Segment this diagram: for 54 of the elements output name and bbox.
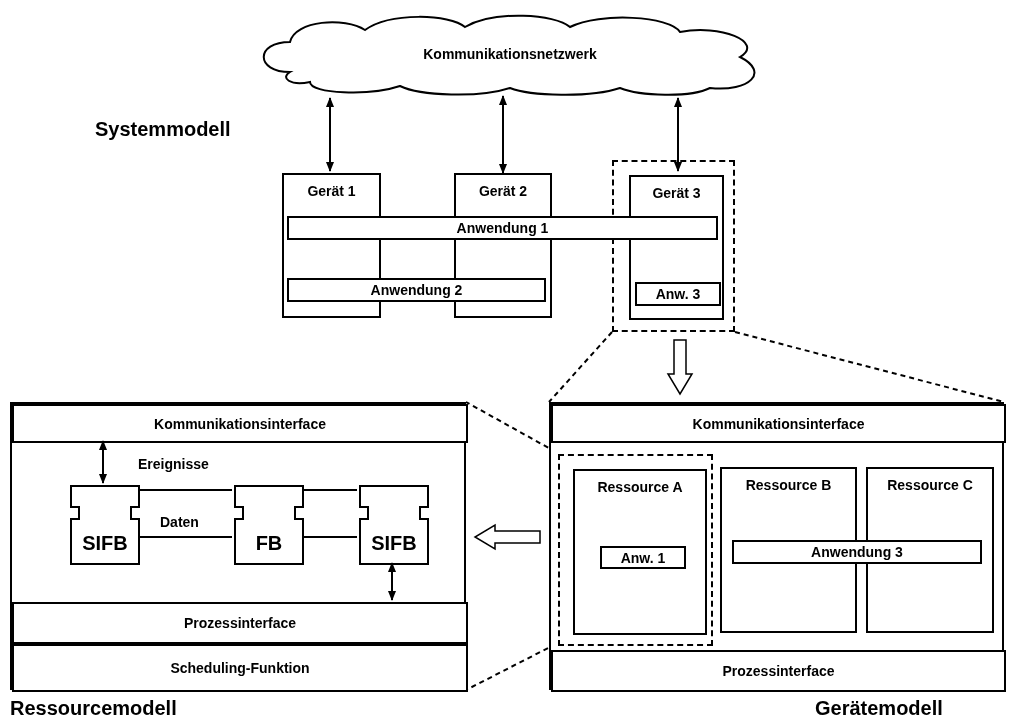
device-model-frame xyxy=(549,402,1004,690)
model-title: Ressourcemodell xyxy=(10,697,177,720)
block-label: FB xyxy=(255,532,283,555)
band-label: Prozessinterface xyxy=(722,663,835,679)
double-arrow xyxy=(326,97,334,172)
box-title: Ressource C xyxy=(887,477,973,493)
box-title: Gerät 3 xyxy=(652,185,701,201)
band-label: Kommunikationsnetzwerk xyxy=(423,46,597,62)
double-arrow xyxy=(499,95,507,174)
resource-model-frame xyxy=(10,402,466,690)
bar-label: Anwendung 2 xyxy=(370,282,463,298)
application-bar xyxy=(287,216,718,240)
function-block xyxy=(70,485,140,565)
band-label: Kommunikationsinterface xyxy=(692,415,865,432)
edge-label: Ereignisse xyxy=(138,456,209,472)
model-title: Systemmodell xyxy=(95,118,231,141)
double-arrow xyxy=(99,440,107,484)
model-title: Gerätemodell xyxy=(815,697,943,720)
zoom-line xyxy=(548,331,613,403)
bar-label: Anw. 3 xyxy=(655,286,701,302)
block-label: SIFB xyxy=(371,532,417,555)
application-bar xyxy=(287,278,546,302)
interface-band xyxy=(551,404,1006,443)
connection-line xyxy=(301,489,358,491)
box-title: Gerät 2 xyxy=(478,183,528,199)
resource-box xyxy=(573,469,707,635)
double-arrow xyxy=(388,562,396,601)
application-bar xyxy=(635,282,721,306)
band-label: Prozessinterface xyxy=(183,615,297,631)
edge-label: Daten xyxy=(160,514,199,530)
connection-line xyxy=(137,489,233,491)
band-label: Scheduling-Funktion xyxy=(170,660,310,676)
interface-band xyxy=(551,650,1006,692)
block-label: SIFB xyxy=(82,532,128,555)
connection-line xyxy=(137,536,233,538)
connection-line xyxy=(301,536,358,538)
function-block xyxy=(359,485,429,565)
bar-label: Anwendung 3 xyxy=(811,544,903,560)
bar-label: Anwendung 1 xyxy=(456,220,549,236)
block-arrow xyxy=(473,523,541,551)
interface-band xyxy=(12,602,468,644)
function-block xyxy=(234,485,304,565)
dashed-selection-frame xyxy=(558,454,713,646)
bar-label: Anw. 1 xyxy=(620,549,666,566)
box-title: Ressource A xyxy=(597,479,683,495)
block-arrow xyxy=(666,339,694,396)
box-title: Ressource B xyxy=(745,477,832,493)
box-title: Gerät 1 xyxy=(307,183,356,199)
application-bar xyxy=(732,540,982,564)
application-bar xyxy=(600,546,686,569)
double-arrow xyxy=(674,97,682,172)
interface-band xyxy=(12,644,468,692)
band-label: Kommunikationsinterface xyxy=(154,415,326,432)
interface-band xyxy=(12,404,468,443)
